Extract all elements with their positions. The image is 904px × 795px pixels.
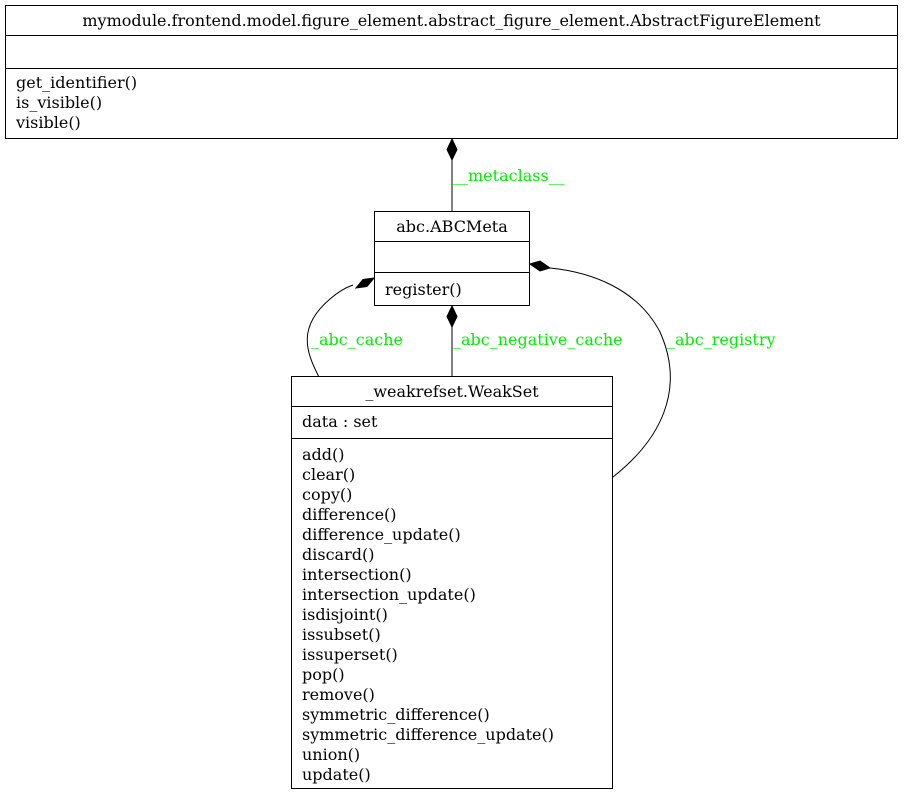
method-item: issuperset() bbox=[302, 645, 398, 664]
method-item: clear() bbox=[302, 465, 356, 484]
method-item: pop() bbox=[302, 665, 345, 684]
abc-negative-cache-edge-label: _abc_negative_cache bbox=[453, 330, 623, 349]
method-item: remove() bbox=[302, 685, 375, 704]
abc-registry-edge-label: _abc_registry bbox=[667, 330, 776, 349]
method-item: register() bbox=[385, 280, 462, 299]
method-item: symmetric_difference() bbox=[302, 705, 490, 724]
attribute-item: data : set bbox=[302, 412, 378, 431]
class-methods: get_identifier() is_visible() visible() bbox=[6, 69, 897, 133]
method-item: copy() bbox=[302, 485, 353, 504]
metaclass-edge-label: __metaclass__ bbox=[452, 166, 565, 185]
class-name: abc.ABCMeta bbox=[375, 212, 529, 242]
method-item: visible() bbox=[16, 113, 81, 132]
method-item: intersection() bbox=[302, 565, 412, 584]
abc-negative-cache-diamond bbox=[446, 304, 458, 329]
abc-cache-edge-label: _abc_cache bbox=[311, 330, 403, 349]
abc-cache-edge bbox=[306, 284, 354, 378]
class-methods: add() clear() copy() difference() differ… bbox=[292, 439, 612, 785]
method-item: intersection_update() bbox=[302, 585, 476, 604]
class-weak-set: _weakrefset.WeakSet data : set add() cle… bbox=[291, 376, 613, 789]
class-attributes: data : set bbox=[292, 407, 612, 439]
method-item: isdisjoint() bbox=[302, 605, 388, 624]
metaclass-diamond bbox=[446, 137, 458, 162]
method-item: difference_update() bbox=[302, 525, 461, 544]
method-item: issubset() bbox=[302, 625, 381, 644]
class-name: mymodule.frontend.model.figure_element.a… bbox=[6, 6, 897, 36]
method-item: is_visible() bbox=[16, 93, 103, 112]
method-item: difference() bbox=[302, 505, 397, 524]
class-attributes bbox=[375, 242, 529, 273]
class-methods: register() bbox=[375, 273, 529, 300]
abc-registry-edge bbox=[549, 267, 671, 478]
abc-registry-diamond bbox=[528, 260, 552, 272]
method-item: get_identifier() bbox=[16, 73, 138, 92]
abc-cache-diamond bbox=[354, 277, 376, 289]
class-abstract-figure-element: mymodule.frontend.model.figure_element.a… bbox=[5, 5, 898, 139]
class-attributes bbox=[6, 36, 897, 69]
class-abc-meta: abc.ABCMeta register() bbox=[374, 211, 530, 306]
method-item: discard() bbox=[302, 545, 375, 564]
method-item: update() bbox=[302, 765, 371, 784]
method-item: union() bbox=[302, 745, 361, 764]
class-name: _weakrefset.WeakSet bbox=[292, 377, 612, 407]
method-item: add() bbox=[302, 445, 345, 464]
method-item: symmetric_difference_update() bbox=[302, 725, 554, 744]
